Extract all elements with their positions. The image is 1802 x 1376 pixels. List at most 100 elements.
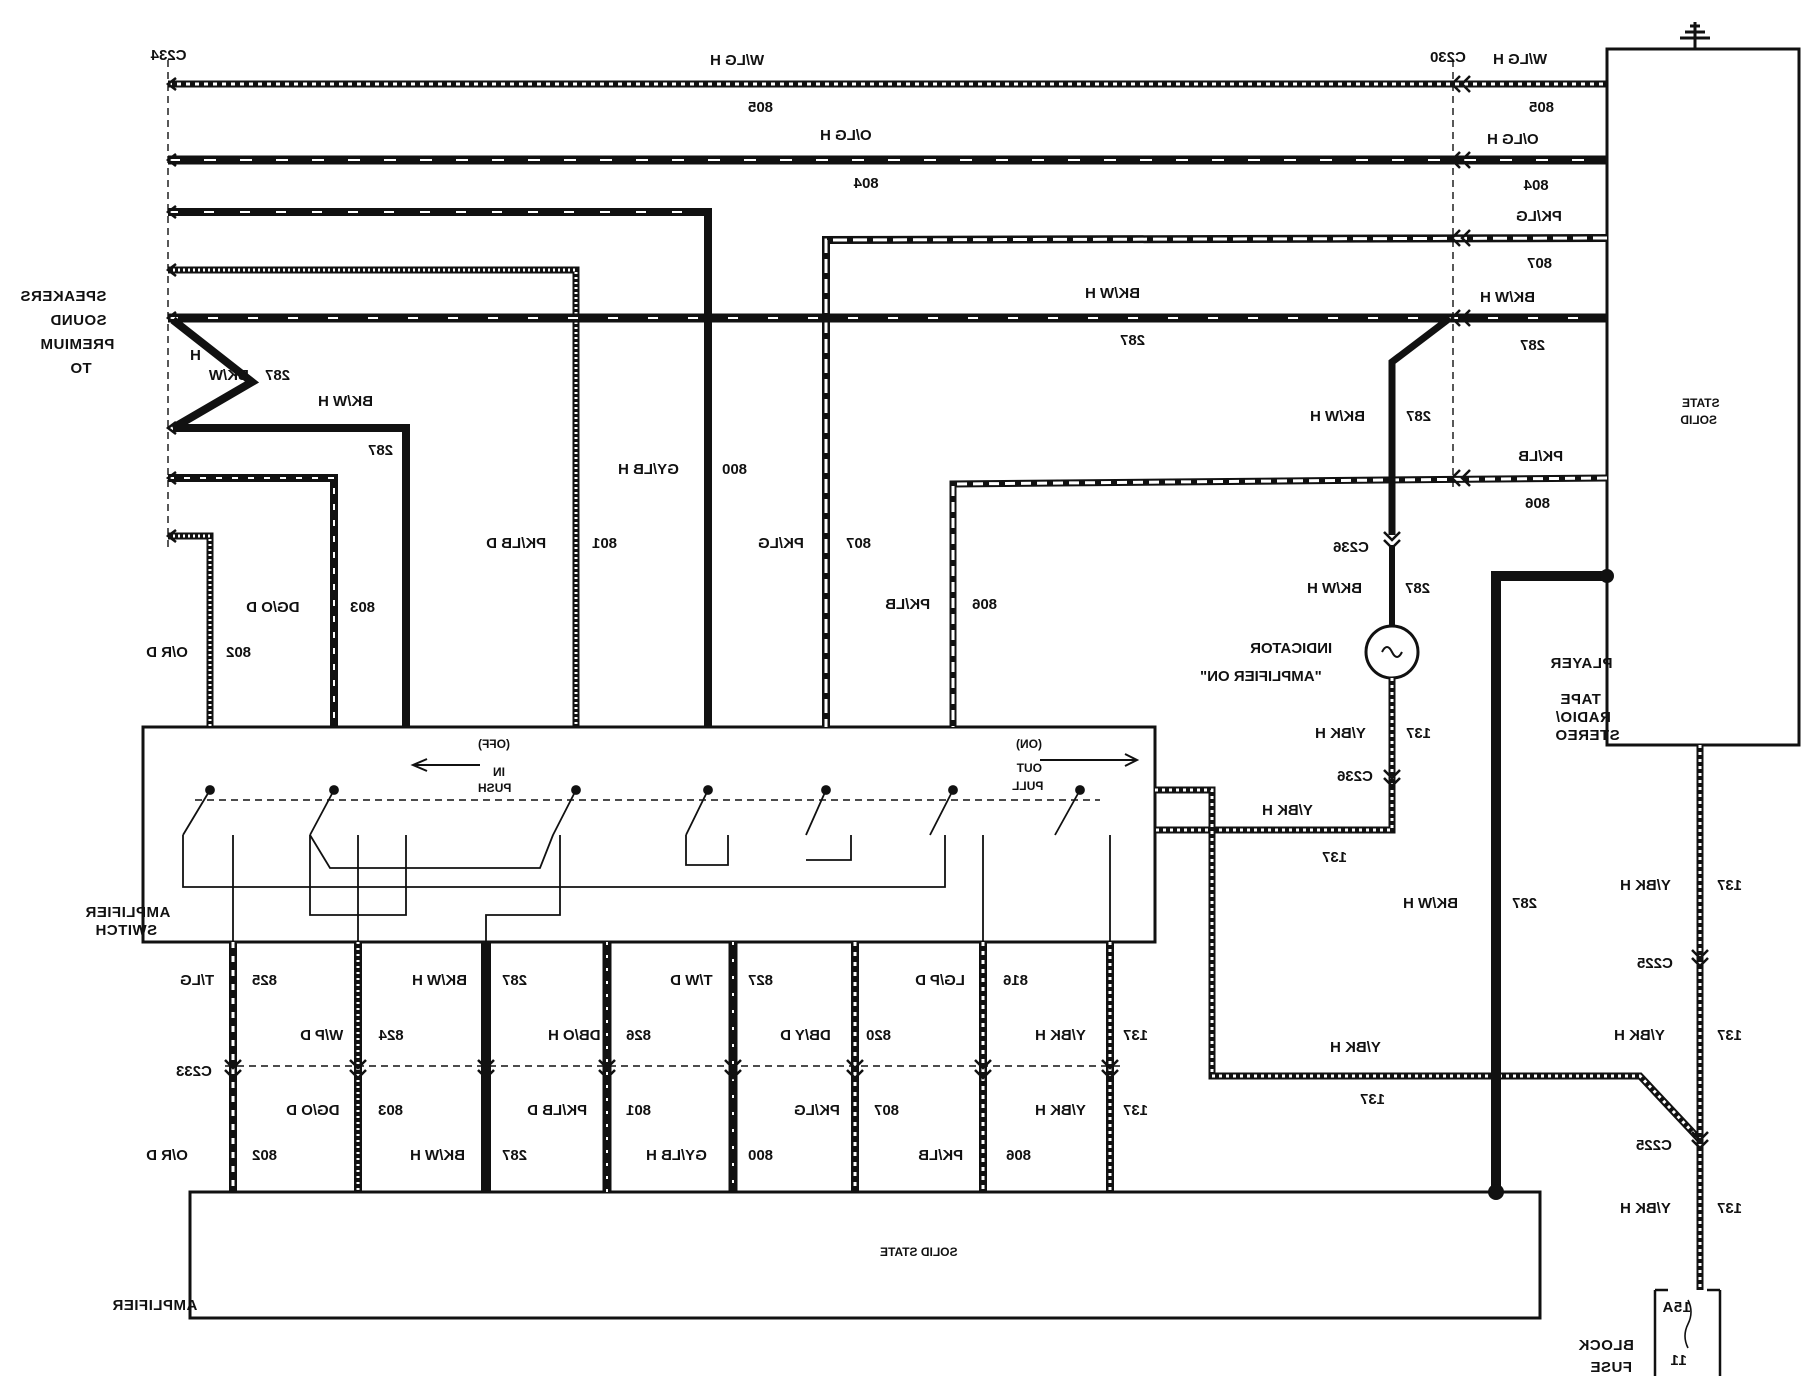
fuse-number: 11 xyxy=(1670,1352,1687,1369)
a806-color: PK/LB xyxy=(918,1147,963,1164)
s287-color: BK/W H xyxy=(412,972,467,989)
c287amp-color: BK/W H xyxy=(1403,895,1458,912)
wire-802-fill xyxy=(168,534,212,727)
radio-label-1: STEREO xyxy=(1555,727,1620,744)
wire-137-feed-fill xyxy=(1155,788,1702,1142)
a137-color: Y/BK H xyxy=(1035,1102,1086,1119)
c804r-color: O/LG H xyxy=(1487,131,1539,148)
c137ind-color: Y/BK H xyxy=(1315,725,1366,742)
speakers-label-3: SOUND xyxy=(50,312,107,329)
s826-num: 826 xyxy=(626,1027,651,1044)
fuse-rating: 15A xyxy=(1662,1299,1691,1316)
c137h-num: 137 xyxy=(1322,849,1347,866)
pull-label-3: (ON) xyxy=(1016,737,1042,751)
pull-arrow-icon xyxy=(1040,753,1140,767)
ground-icon xyxy=(1680,22,1710,50)
pull-label-1: PULL xyxy=(1012,779,1043,793)
c137h-color: Y/BK H xyxy=(1262,802,1313,819)
s287-num: 287 xyxy=(502,972,527,989)
a801-color: PK/LB D xyxy=(527,1102,587,1119)
c137low-color: Y/BK H xyxy=(1330,1039,1381,1056)
c806v-num: 806 xyxy=(972,596,997,613)
a800-color: GY/LB H xyxy=(646,1147,707,1164)
fuse-block-outline xyxy=(1653,1288,1722,1376)
speakers-label-2: PREMIUM xyxy=(40,336,114,353)
c137r3-color: Y/BK H xyxy=(1620,1200,1671,1217)
a287-color: BK/W H xyxy=(410,1147,465,1164)
wire-137-indicator-fill xyxy=(1155,678,1394,832)
c805-num: 805 xyxy=(748,99,773,116)
amplifier-label: AMPLIFIER xyxy=(112,1297,197,1314)
push-label-2: IN xyxy=(493,765,505,779)
amplifier-box xyxy=(188,1190,1542,1320)
s816-num: 816 xyxy=(1003,972,1028,989)
radio-label-2: RADIO/ xyxy=(1555,709,1611,726)
c800v-color: GY/LB H xyxy=(618,461,679,478)
c804-num: 804 xyxy=(853,175,879,192)
a800-num: 800 xyxy=(748,1147,773,1164)
c225-upper-label: C225 xyxy=(1637,955,1673,972)
c287-color: BK/W H xyxy=(1085,285,1140,302)
radio-state-label-1: SOLID xyxy=(1680,413,1717,427)
c805r-num: 805 xyxy=(1529,99,1554,116)
c137r2-color: Y/BK H xyxy=(1614,1027,1665,1044)
radio-state-label-2: STATE xyxy=(1682,396,1720,410)
s820-num: 820 xyxy=(866,1027,891,1044)
fuse-block-label-2: BLOCK xyxy=(1578,1337,1634,1354)
c236-bottom-label: C236 xyxy=(1337,768,1373,785)
wire-803-fill xyxy=(168,477,335,727)
c803v-color: DG/O D xyxy=(246,599,300,616)
radio-module-box xyxy=(1605,47,1801,747)
wire-802 xyxy=(168,532,214,727)
radio-label-4: PLAYER xyxy=(1550,655,1612,672)
wire-806-fill xyxy=(951,476,1608,727)
a287-num: 287 xyxy=(502,1147,527,1164)
wire-287-amp xyxy=(1491,571,1607,1192)
wire-807-fill xyxy=(824,236,1608,727)
c801v-color: PK/LB D xyxy=(486,535,546,552)
c807r-num: 807 xyxy=(1527,255,1552,272)
c800v-num: 800 xyxy=(722,461,747,478)
s827-color: T/W D xyxy=(670,972,713,989)
c287b-color: BK/W H xyxy=(318,393,373,410)
c804r-num: 804 xyxy=(1523,177,1549,194)
a803-num: 803 xyxy=(378,1102,403,1119)
c801v-num: 801 xyxy=(592,535,617,552)
c807v-color: PK/LG xyxy=(758,535,804,552)
a807-num: 807 xyxy=(874,1102,899,1119)
c287s-num: 287 xyxy=(265,367,290,384)
c287ind-num: 287 xyxy=(1406,408,1431,425)
wire-137-feed xyxy=(1155,786,1703,1143)
fuse-symbol xyxy=(1684,1299,1692,1349)
s827-num: 827 xyxy=(748,972,773,989)
wire-801-fill xyxy=(168,268,578,727)
wire-806 xyxy=(949,474,1608,727)
c137ind-num: 137 xyxy=(1406,725,1431,742)
indicator-label-2: INDICATOR xyxy=(1250,640,1332,657)
c807r-color: PK/LG xyxy=(1516,208,1562,225)
a137-num: 137 xyxy=(1123,1102,1148,1119)
c287amp-num: 287 xyxy=(1512,895,1537,912)
c804-color: O/LG H xyxy=(820,127,872,144)
c806v-color: PK/LB xyxy=(885,596,930,613)
s820-color: DB/Y D xyxy=(780,1027,831,1044)
s816-color: LG/P D xyxy=(915,972,965,989)
speakers-label-4: SPEAKERS xyxy=(20,288,107,305)
c806r-color: PK/LB xyxy=(1518,448,1563,465)
s825-num: 825 xyxy=(252,972,277,989)
s137-num: 137 xyxy=(1123,1027,1148,1044)
c137low-num: 137 xyxy=(1360,1091,1385,1108)
c287-num: 287 xyxy=(1120,332,1145,349)
wire-287-indicator xyxy=(1388,315,1453,535)
c287ind2-color: BK/W H xyxy=(1307,580,1362,597)
c234-label: C234 xyxy=(150,47,187,64)
c802v-num: 802 xyxy=(226,644,251,661)
s825-color: T/LG xyxy=(180,972,214,989)
c802v-color: O/R D xyxy=(146,644,188,661)
c806r-num: 806 xyxy=(1525,495,1550,512)
amplifier-state-label: SOLID STATE xyxy=(880,1245,958,1259)
radio-label-3: TAPE xyxy=(1560,691,1601,708)
s824-color: W/P D xyxy=(300,1027,343,1044)
s137-color: Y/BK H xyxy=(1035,1027,1086,1044)
c805-color: W/LG H xyxy=(710,52,764,69)
